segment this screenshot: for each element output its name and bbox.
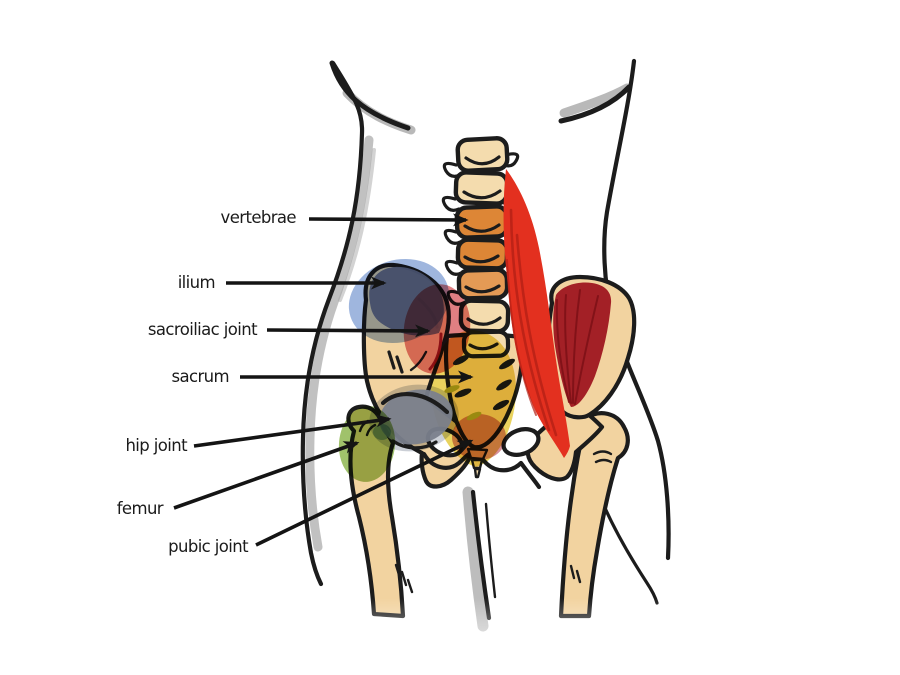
- label-vertebrae: vertebrae: [221, 208, 297, 227]
- label-hip-joint: hip joint: [125, 436, 188, 455]
- acetabulum-bottom-line: [391, 439, 438, 450]
- label-sacrum: sacrum: [172, 367, 230, 386]
- left-side-shading: [305, 135, 374, 552]
- iliacus-muscle: [553, 282, 612, 407]
- pubic-pink-highlight: [452, 414, 506, 460]
- vertebra-3: [454, 204, 510, 240]
- label-sacroiliac-joint: sacroiliac joint: [148, 320, 258, 339]
- label-arrows: [173, 213, 474, 547]
- label-ilium: ilium: [178, 273, 215, 292]
- arrow-sacroiliac-joint: [266, 324, 431, 338]
- right-obturator-foramen: [501, 427, 541, 457]
- right-femur-bone: [558, 411, 630, 619]
- label-pubic-joint: pubic joint: [168, 537, 249, 556]
- crotch-line-thin: [484, 502, 497, 599]
- labels: vertebrae ilium sacroiliac joint sacrum …: [117, 208, 297, 556]
- arrow-vertebrae: [308, 213, 469, 227]
- label-femur: femur: [117, 499, 164, 518]
- arrow-pubic-joint: [255, 439, 474, 547]
- arrow-hip-joint: [193, 414, 392, 448]
- psoas-muscle: [503, 169, 570, 458]
- acetabulum-top-line: [380, 391, 450, 415]
- right-armpit-line: [558, 84, 632, 124]
- left-body-line: [300, 60, 365, 587]
- arrow-femur: [173, 441, 360, 510]
- vertebra-5: [456, 267, 510, 301]
- vertebra-1: [455, 136, 510, 173]
- vertebra-4: [455, 237, 510, 271]
- bottom-fade: [0, 598, 900, 675]
- right-inner-leg-line: [599, 497, 659, 605]
- teal-spot: [373, 424, 391, 440]
- sacral-foramina: [444, 354, 515, 421]
